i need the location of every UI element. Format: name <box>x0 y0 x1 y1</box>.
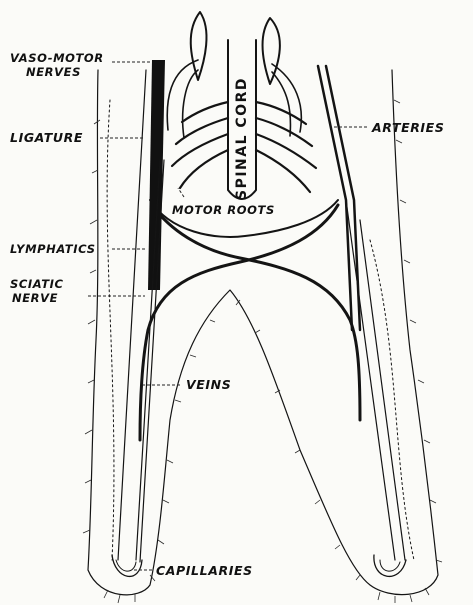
label-lymphatics: LYMPHATICS <box>10 242 96 256</box>
label-arteries: ARTERIES <box>371 120 444 135</box>
left-vessels <box>107 60 165 576</box>
label-vaso-motor: VASO-MOTOR <box>10 51 104 65</box>
right-vessels <box>318 66 414 576</box>
leader-motor-roots <box>178 188 184 197</box>
body-outline <box>83 70 442 603</box>
label-nerve: NERVE <box>12 291 58 305</box>
label-motor-roots: MOTOR ROOTS <box>172 203 275 217</box>
label-veins: VEINS <box>186 377 231 392</box>
label-capillaries: CAPILLARIES <box>156 563 253 578</box>
label-sciatic: SCIATIC <box>10 277 64 291</box>
label-ligature: LIGATURE <box>10 130 83 145</box>
label-spinal-cord: SPINAL CORD <box>234 77 250 200</box>
label-nerves: NERVES <box>26 65 81 79</box>
